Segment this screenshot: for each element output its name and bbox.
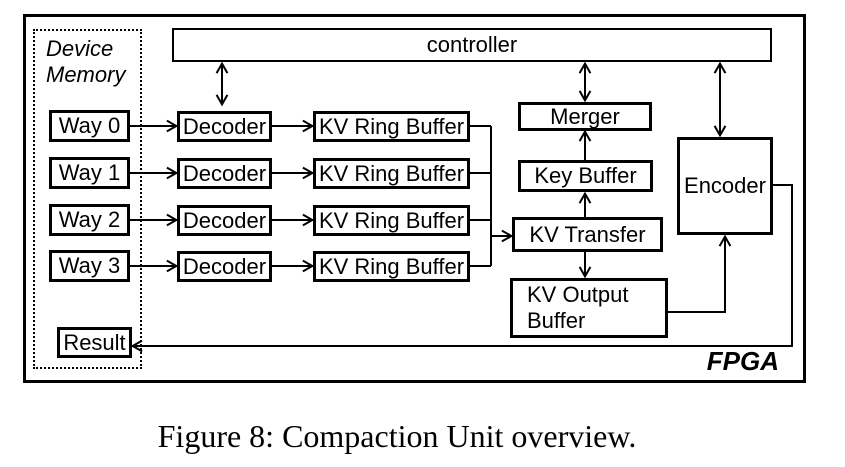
merger-box: Merger [518, 102, 652, 131]
kv-ring-buffer1-box: KV Ring Buffer [313, 158, 470, 189]
key-buffer-box: Key Buffer [518, 160, 653, 192]
decoder1-box: Decoder [177, 158, 272, 189]
figure-caption: Figure 8: Compaction Unit overview. [157, 418, 637, 454]
decoder0-box: Decoder [177, 111, 272, 142]
result-box: Result [57, 327, 132, 358]
fpga-label: FPGA [706, 346, 779, 376]
kv-ring-buffer3-box: KV Ring Buffer [313, 251, 470, 282]
kv-output-buffer-box: KV Output Buffer [510, 278, 668, 338]
way0-box: Way 0 [49, 110, 130, 142]
fpga-boundary-box [23, 14, 806, 383]
way3-box: Way 3 [49, 250, 130, 282]
kv-ring-buffer2-box: KV Ring Buffer [313, 205, 470, 236]
kv-ring-buffer0-box: KV Ring Buffer [313, 111, 470, 142]
way1-box: Way 1 [49, 157, 130, 189]
device-memory-label: Device Memory [46, 36, 126, 87]
encoder-box: Encoder [677, 137, 773, 235]
controller-box: controller [172, 28, 772, 62]
decoder2-box: Decoder [177, 205, 272, 236]
kv-transfer-box: KV Transfer [512, 217, 663, 252]
decoder3-box: Decoder [177, 251, 272, 282]
way2-box: Way 2 [49, 204, 130, 236]
